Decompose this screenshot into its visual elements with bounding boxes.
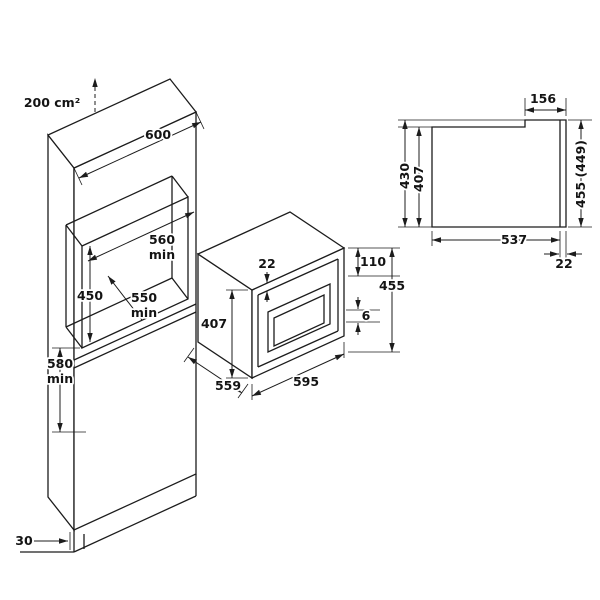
cabinet-width-label: 600 [145, 127, 171, 142]
clearance-height-min-label: min [47, 371, 73, 386]
height-with-feet-label: 430 [397, 163, 412, 189]
cabinet-dimensions: 600 200 cm² 560 min 550 min 450 580 min … [14, 78, 205, 550]
oven-dimensions: 22 407 559 595 110 6 455 [183, 247, 407, 400]
oven-top-face [196, 211, 346, 291]
oven-depth-label: 559 [215, 378, 241, 393]
side-view-dimensions: 156 430 407 455 (449) 537 22 [395, 89, 592, 273]
body-height-label: 407 [411, 166, 426, 192]
vent-area-label: 200 cm² [24, 95, 80, 110]
oven-door-window-inner [273, 293, 325, 348]
clearance-height-label: 580 [47, 356, 73, 371]
door-depth-label: 22 [555, 256, 572, 271]
niche-width-label: 560 [149, 232, 175, 247]
niche-depth-label: 550 [131, 290, 157, 305]
niche-width-min-label: min [149, 247, 175, 262]
bottom-gap-label: 6 [362, 308, 371, 323]
installed-height-label: 455 [379, 278, 405, 293]
plinth-recess-label: 30 [15, 533, 33, 548]
oven-height-label: 407 [201, 316, 227, 331]
side-view-outline [431, 119, 567, 228]
oven-drawing [196, 211, 346, 380]
oven-frame-overlap-label: 22 [258, 256, 275, 271]
niche-height-label: 450 [77, 288, 103, 303]
top-clearance-label: 110 [360, 254, 386, 269]
top-section-depth-label: 156 [530, 91, 556, 106]
cabinet-drawing [20, 78, 198, 553]
overall-height-label: 455 (449) [573, 140, 588, 208]
niche-depth-min-label: min [131, 305, 157, 320]
body-depth-label: 537 [501, 232, 527, 247]
oven-width-label: 595 [293, 374, 319, 389]
side-view-drawing [431, 119, 567, 228]
